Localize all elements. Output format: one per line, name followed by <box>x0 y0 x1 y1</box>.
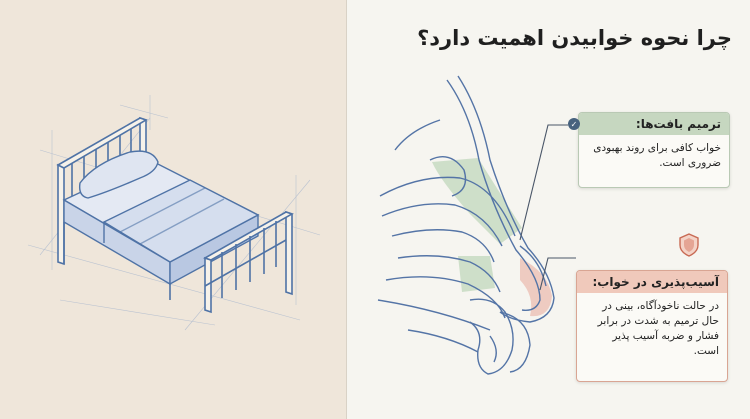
tissue-repair-card: ترمیم بافت‌ها: خواب کافی برای روند بهبود… <box>578 112 730 188</box>
nasal-anatomy-lines <box>377 75 555 375</box>
tissue-repair-text: خواب کافی برای روند بهبودی ضروری است. <box>593 142 721 169</box>
page-title: چرا نحوه خوابیدن اهمیت دارد؟ <box>417 26 732 50</box>
panel-divider <box>346 0 347 419</box>
bed-legs <box>63 222 171 300</box>
bed-pillow <box>78 150 159 199</box>
tissue-repair-heading: ترمیم بافت‌ها: <box>579 113 729 135</box>
vulnerability-card: آسیب‌پذیری در خواب: در حالت ناخودآگاه، ب… <box>576 270 728 382</box>
check-icon: ✓ <box>568 118 580 130</box>
repair-highlight-region <box>432 158 522 292</box>
callout-lines <box>519 124 576 291</box>
risk-highlight-region <box>520 258 552 317</box>
bed-illustration <box>27 95 321 331</box>
vulnerability-heading: آسیب‌پذیری در خواب: <box>577 271 727 293</box>
shield-icon <box>676 232 702 258</box>
vulnerability-text: در حالت ناخودآگاه، بینی در حال ترمیم به … <box>597 300 719 357</box>
bed-footboard <box>203 210 294 314</box>
